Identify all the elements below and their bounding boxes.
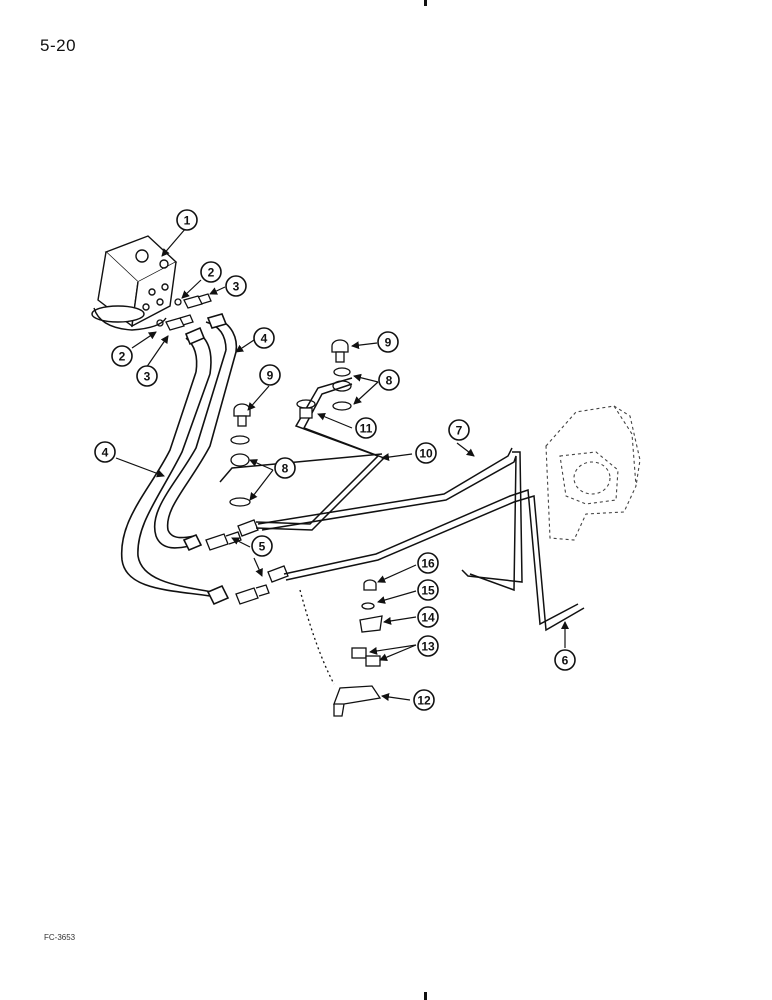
hoses bbox=[120, 313, 238, 606]
figure-code: FC-3653 bbox=[44, 933, 76, 942]
steel-lines bbox=[219, 377, 585, 632]
svg-text:15: 15 bbox=[421, 584, 435, 598]
callout-15: 15 bbox=[417, 579, 439, 601]
callout-3: 3 bbox=[225, 275, 247, 297]
svg-text:9: 9 bbox=[385, 336, 392, 350]
svg-text:8: 8 bbox=[282, 462, 289, 476]
svg-text:8: 8 bbox=[386, 374, 393, 388]
hydraulic-pump-outline bbox=[545, 405, 641, 541]
callout-14: 14 bbox=[417, 606, 439, 628]
callout-4b: 4 bbox=[94, 441, 116, 463]
callout-4: 4 bbox=[253, 327, 275, 349]
callout-13: 13 bbox=[417, 635, 439, 657]
callout-10: 10 bbox=[415, 442, 437, 464]
callout-2b: 2 bbox=[111, 345, 133, 367]
svg-text:7: 7 bbox=[456, 424, 463, 438]
leader-arrows bbox=[115, 227, 569, 701]
svg-text:4: 4 bbox=[102, 446, 109, 460]
callout-9: 9 bbox=[377, 331, 399, 353]
svg-text:10: 10 bbox=[419, 447, 433, 461]
svg-text:3: 3 bbox=[144, 370, 151, 384]
callout-9b: 9 bbox=[259, 364, 281, 386]
callout-5: 5 bbox=[251, 535, 273, 557]
callout-7: 7 bbox=[448, 419, 470, 441]
page-number: 5-20 bbox=[40, 36, 77, 55]
svg-text:9: 9 bbox=[267, 369, 274, 383]
svg-text:5: 5 bbox=[259, 540, 266, 554]
callout-1: 1 bbox=[176, 209, 198, 231]
svg-text:2: 2 bbox=[119, 350, 126, 364]
callout-3b: 3 bbox=[136, 365, 158, 387]
svg-text:1: 1 bbox=[184, 214, 191, 228]
callout-8b: 8 bbox=[274, 457, 296, 479]
svg-text:12: 12 bbox=[417, 694, 431, 708]
svg-text:4: 4 bbox=[261, 332, 268, 346]
o-rings-and-adapters bbox=[156, 293, 212, 331]
svg-text:2: 2 bbox=[208, 266, 215, 280]
callout-12: 12 bbox=[413, 689, 435, 711]
callout-16: 16 bbox=[417, 552, 439, 574]
callout-11: 11 bbox=[355, 417, 377, 439]
svg-text:13: 13 bbox=[421, 640, 435, 654]
callout-8: 8 bbox=[378, 369, 400, 391]
svg-text:16: 16 bbox=[421, 557, 435, 571]
clamp-parts bbox=[299, 579, 383, 717]
bolts-washers bbox=[229, 339, 352, 507]
svg-text:6: 6 bbox=[562, 654, 569, 668]
svg-text:3: 3 bbox=[233, 280, 240, 294]
steering-valve bbox=[91, 235, 178, 331]
callout-2: 2 bbox=[200, 261, 222, 283]
svg-text:11: 11 bbox=[360, 422, 373, 436]
callout-6: 6 bbox=[554, 649, 576, 671]
svg-text:14: 14 bbox=[421, 611, 435, 625]
